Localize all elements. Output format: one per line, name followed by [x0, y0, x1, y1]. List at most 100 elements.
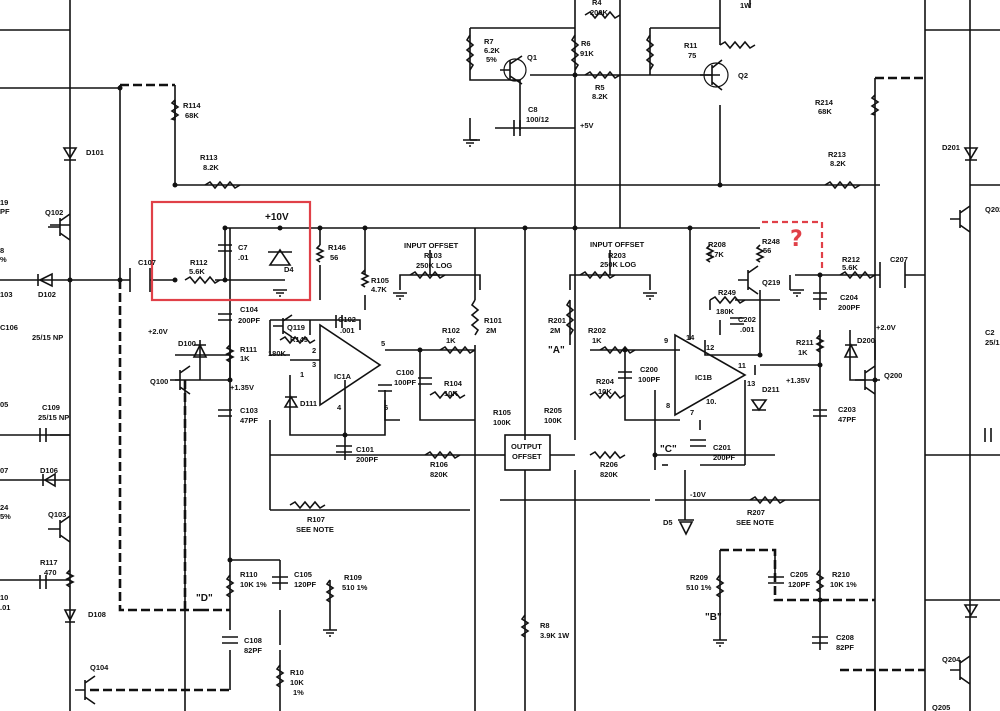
- label-minus10v: -10V: [690, 490, 706, 499]
- label-node-d: "D": [196, 593, 213, 604]
- label-input-offset-2: INPUT OFFSET: [590, 240, 645, 249]
- label-pf: PF: [0, 207, 10, 216]
- label-r210-val: 10K 1%: [830, 580, 857, 589]
- label-r213-val: 8.2K: [830, 159, 846, 168]
- label-c109: C109: [42, 403, 60, 412]
- label-r8: R8: [540, 621, 550, 630]
- label-d211: D211: [762, 385, 780, 394]
- label-c104: C104: [240, 305, 259, 314]
- label-r7-tol: 5%: [486, 55, 497, 64]
- label-c7: C7: [238, 243, 248, 252]
- label-c101: C101: [356, 445, 374, 454]
- dashed-annotation-line: [762, 220, 824, 272]
- label-c205-val: 120PF: [788, 580, 811, 589]
- label-r4-val: 200K: [590, 8, 609, 17]
- label-r110: R110: [240, 570, 258, 579]
- label-input-offset-1: INPUT OFFSET: [404, 241, 459, 250]
- label-q204: Q204: [942, 655, 961, 664]
- label-c101-val: 200PF: [356, 455, 379, 464]
- label-d4: D4: [284, 265, 294, 274]
- label-d108: D108: [88, 610, 106, 619]
- label-19: 19: [0, 198, 8, 207]
- capacitors: [39, 120, 992, 644]
- label-r146: R146: [328, 243, 346, 252]
- label-r102: R102: [442, 326, 460, 335]
- label-c109-val: 25/15 NP: [38, 413, 69, 422]
- label-plus2v-a: +2.0V: [148, 327, 168, 336]
- pin-6: 6: [384, 403, 388, 412]
- label-r112: R112: [190, 258, 208, 267]
- label-d201: D201: [942, 143, 960, 152]
- label-c202-val: .001: [740, 325, 755, 334]
- label-r103: R103: [424, 251, 442, 260]
- label-c203-val: 47PF: [838, 415, 856, 424]
- label-r203: R203: [608, 251, 626, 260]
- label-offset: OFFSET: [512, 452, 542, 461]
- label-plus135-a: +1.35V: [230, 383, 254, 392]
- label-c108: C108: [244, 636, 262, 645]
- pin-14: 14: [686, 333, 695, 342]
- label-r211: R211: [796, 338, 814, 347]
- label-05: 05: [0, 400, 8, 409]
- transistors: [48, 55, 971, 705]
- label-c105-val: 120PF: [294, 580, 317, 589]
- pin-12: 12: [706, 343, 714, 352]
- label-q2: Q2: [738, 71, 748, 80]
- label-r204: R204: [596, 377, 615, 386]
- label-c2x-val: 25/1: [985, 338, 1000, 347]
- label-c202: C202: [738, 315, 756, 324]
- label-r101: R101: [484, 316, 502, 325]
- label-r11: R11: [684, 41, 697, 50]
- label-r202: R202: [588, 326, 606, 335]
- diodes: [37, 147, 979, 623]
- label-r11-val: 75: [688, 51, 696, 60]
- label-r113: R113: [200, 153, 218, 162]
- label-c201: C201: [713, 443, 731, 452]
- label-r105-val: 4.7K: [371, 285, 387, 294]
- pin-7: 7: [690, 408, 694, 417]
- label-c208-val: 82PF: [836, 643, 854, 652]
- label-d101: D101: [86, 148, 104, 157]
- label-c201-val: 200PF: [713, 453, 736, 462]
- label-r201: R201: [548, 316, 566, 325]
- label-c107: C107: [138, 258, 156, 267]
- label-r214-val: 68K: [818, 107, 832, 116]
- label-plus135-b: +1.35V: [786, 376, 810, 385]
- label-r111: R111: [240, 345, 257, 354]
- label-d106: D106: [40, 466, 58, 475]
- label-node-b: "B": [705, 612, 722, 623]
- label-r10-tol: 1%: [293, 688, 304, 697]
- label-103: 103: [0, 290, 13, 299]
- label-r105b-val: 100K: [493, 418, 512, 427]
- label-output: OUTPUT: [511, 442, 542, 451]
- label-r107-note: SEE NOTE: [296, 525, 334, 534]
- label-q1: Q1: [527, 53, 537, 62]
- output-offset-box: [504, 434, 551, 471]
- label-r7-val: 6.2K: [484, 46, 500, 55]
- label-c203: C203: [838, 405, 856, 414]
- label-r109: R109: [344, 573, 362, 582]
- label-q103: Q103: [48, 510, 66, 519]
- pin-10: 10.: [706, 397, 716, 406]
- label-c103: C103: [240, 406, 258, 415]
- op-amps: [319, 323, 747, 417]
- label-c103-val: 47PF: [240, 416, 258, 425]
- label-c204-val: 200PF: [838, 303, 861, 312]
- label-r105b: R105: [493, 408, 511, 417]
- pin-4: 4: [337, 403, 342, 412]
- label-8: 8: [0, 246, 4, 255]
- label-r101-val: 2M: [486, 326, 496, 335]
- label-r6-val: 91K: [580, 49, 594, 58]
- label-q119: Q119: [287, 323, 305, 332]
- label-c8: C8: [528, 105, 538, 114]
- label-r146-val: 56: [330, 253, 338, 262]
- pin-1: 1: [300, 370, 304, 379]
- pin-9: 9: [664, 336, 668, 345]
- label-r248-val: 56: [763, 246, 771, 255]
- label-r5: R5: [595, 83, 605, 92]
- label-r210: R210: [832, 570, 850, 579]
- label-r212-val: 5.6K: [842, 263, 858, 272]
- label-pct: %: [0, 255, 7, 264]
